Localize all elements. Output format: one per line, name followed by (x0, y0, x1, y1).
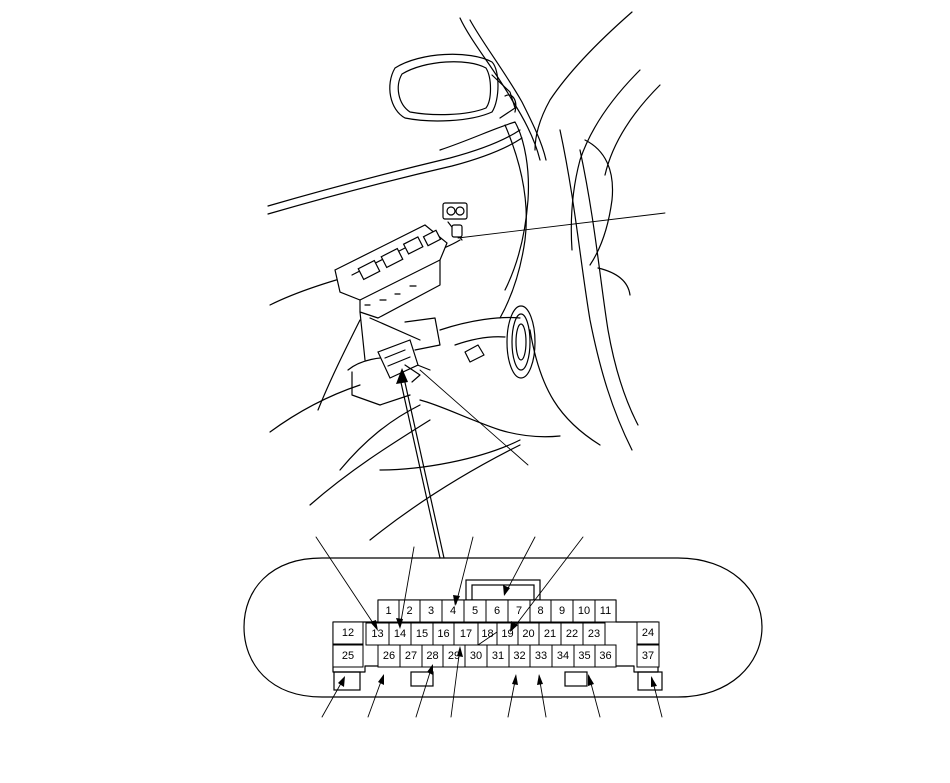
pin-cell (594, 599, 617, 623)
pin-label: 33 (535, 650, 547, 662)
connector-housing (243, 557, 763, 698)
pin-label: 35 (578, 650, 590, 662)
pin-15: 15 (410, 622, 434, 646)
pin-label: 30 (470, 650, 482, 662)
pin-label: 16 (437, 628, 449, 640)
pin-label: 3 (428, 605, 434, 617)
belt-line-trim (267, 129, 523, 215)
pin-label: 8 (537, 605, 543, 617)
pin-label: 21 (544, 628, 556, 640)
pin-label: 2 (406, 605, 412, 617)
pin-12: 12 (332, 621, 364, 645)
pin-24: 24 (636, 621, 660, 645)
pin-35: 35 (573, 644, 596, 668)
pin-37: 37 (636, 644, 660, 668)
pin-label: 1 (385, 605, 391, 617)
pin-label: 37 (642, 650, 654, 662)
pin-31: 31 (486, 644, 510, 668)
connector-foot-left (333, 671, 361, 691)
pin-22: 22 (560, 622, 584, 646)
door-speaker (506, 305, 536, 379)
pin-8: 8 (529, 599, 552, 623)
pin-9: 9 (550, 599, 574, 623)
pin-label: 18 (481, 628, 493, 640)
pin-33: 33 (529, 644, 553, 668)
pin-7: 7 (507, 599, 531, 623)
pin-cell (332, 644, 364, 668)
pin-11: 11 (594, 599, 617, 623)
pin-label: 34 (557, 650, 569, 662)
pin-6: 6 (485, 599, 509, 623)
door-pocket (347, 344, 485, 406)
connector-lock-tab (465, 579, 541, 601)
pin-3: 3 (419, 599, 443, 623)
pin-26: 26 (377, 644, 401, 668)
pin-label: 28 (426, 650, 438, 662)
pin-label: 25 (342, 650, 354, 662)
pin-leader-lines (315, 536, 663, 718)
pin-label: 11 (600, 605, 611, 617)
pin-5: 5 (463, 599, 487, 623)
pin-label: 13 (371, 628, 383, 640)
pin-10: 10 (572, 599, 596, 623)
pin-4: 4 (441, 599, 465, 623)
pin-label: 24 (642, 627, 654, 639)
pin-17: 17 (453, 622, 479, 646)
pin-label: 7 (516, 605, 522, 617)
pin-28: 28 (421, 644, 444, 668)
pin-label: 32 (513, 650, 525, 662)
pin-30: 30 (464, 644, 488, 668)
pin-label: 29 (448, 650, 460, 662)
pin-label: 22 (566, 628, 578, 640)
pin-25: 25 (332, 644, 364, 668)
pin-16: 16 (432, 622, 455, 646)
pin-cell (594, 644, 617, 668)
pin-20: 20 (517, 622, 540, 646)
pin-label: 26 (383, 650, 395, 662)
power-window-master-switch (334, 224, 448, 319)
pin-label: 36 (599, 650, 611, 662)
pin-label: 15 (416, 628, 428, 640)
pin-label: 12 (342, 627, 354, 639)
connector-foot-mid1 (410, 671, 434, 687)
window-frame (459, 11, 661, 251)
pin-label: 14 (394, 628, 406, 640)
pin-label: 31 (492, 650, 504, 662)
connector-foot-right (637, 671, 663, 691)
connector-foot-mid2 (564, 671, 588, 687)
pin-21: 21 (538, 622, 562, 646)
pin-13: 13 (365, 622, 390, 646)
pin-label: 27 (405, 650, 417, 662)
pin-label: 9 (559, 605, 565, 617)
pin-label: 10 (578, 605, 590, 617)
pin-cell (636, 621, 660, 645)
pin-cell (332, 621, 364, 645)
mirror-control-switch (442, 202, 468, 241)
pin-23: 23 (582, 622, 606, 646)
pin-32: 32 (508, 644, 531, 668)
door-panel (269, 121, 639, 541)
pin-2: 2 (398, 599, 421, 623)
pin-27: 27 (399, 644, 423, 668)
door-illustration (267, 11, 666, 541)
pin-label: 5 (472, 605, 478, 617)
pin-label: 20 (522, 628, 534, 640)
connector-pointer-arrow (396, 368, 445, 559)
pin-34: 34 (551, 644, 575, 668)
side-mirror (389, 53, 517, 122)
pin-cell (636, 644, 660, 668)
switch-harness (359, 311, 441, 383)
pin-label: 23 (588, 628, 600, 640)
pin-label: 4 (450, 605, 456, 617)
pin-label: 6 (494, 605, 500, 617)
pin-label: 17 (460, 628, 472, 640)
pin-1: 1 (377, 599, 400, 623)
pin-36: 36 (594, 644, 617, 668)
